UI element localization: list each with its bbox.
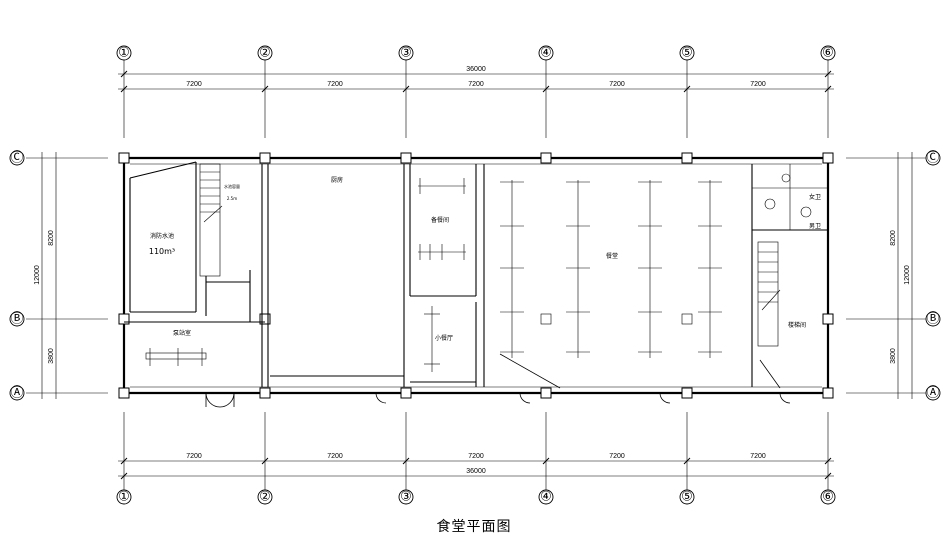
dim-top-total: 36000	[466, 66, 486, 73]
axis-label-c-left: Ⓒ	[10, 151, 23, 166]
dining-tables	[500, 180, 722, 358]
room-label-small-dining: 小餐厅	[435, 334, 453, 342]
exterior-walls	[122, 156, 830, 395]
dim-right-span-2: 3800	[890, 348, 897, 364]
axis-label-b-left: Ⓑ	[10, 312, 23, 327]
structural-columns	[118, 152, 834, 399]
dim-bottom-span-1: 7200	[186, 453, 202, 460]
tank-note-1: 水池容量	[224, 183, 240, 189]
axis-label-2-top: ②	[259, 46, 271, 61]
axis-label-b-right: Ⓑ	[926, 312, 939, 327]
dim-left-total: 12000	[34, 265, 41, 285]
dim-bottom-span-5: 7200	[750, 453, 766, 460]
axis-label-4-top: ④	[540, 46, 552, 61]
dim-left-span-2: 3800	[48, 348, 55, 364]
right-axis-bubbles: Ⓒ Ⓑ Ⓐ 8200 3800 12000	[846, 151, 941, 401]
axis-label-1-top: ①	[118, 46, 130, 61]
axis-label-5-bottom: ⑤	[681, 490, 693, 505]
axis-label-6-bottom: ⑥	[822, 490, 834, 505]
dim-top-span-1: 7200	[186, 81, 202, 88]
room-labels: 消防水池 110m³ 水池容量 2.5m 厨房 备餐间 餐堂 小餐厅 泵站室 楼…	[149, 176, 821, 342]
axis-label-3-bottom: ③	[400, 490, 412, 505]
axis-label-6-top: ⑥	[822, 46, 834, 61]
dim-bottom-total: 36000	[466, 468, 486, 475]
bottom-dimensions: 7200 7200 7200 7200 7200 36000	[118, 453, 834, 480]
room-label-kitchen: 厨房	[331, 176, 343, 184]
axis-label-4-bottom: ④	[540, 490, 552, 505]
room-label-water-tank: 消防水池	[150, 232, 174, 240]
stair-and-toilets	[752, 164, 828, 347]
dim-right-span-1: 8200	[890, 230, 897, 246]
axis-label-5-top: ⑤	[681, 46, 693, 61]
tank-note-2: 2.5m	[227, 196, 237, 201]
dim-top-span-2: 7200	[327, 81, 343, 88]
room-label-dining: 餐堂	[606, 252, 618, 260]
dim-right-total: 12000	[904, 265, 911, 285]
dim-top-span-3: 7200	[468, 81, 484, 88]
dim-bottom-span-3: 7200	[468, 453, 484, 460]
axis-label-1-bottom: ①	[118, 490, 130, 505]
dim-top-span-5: 7200	[750, 81, 766, 88]
room-label-male-wc: 男卫	[809, 223, 821, 230]
room-label-prep: 备餐间	[431, 216, 449, 224]
top-dimensions: 36000 7200 7200 7200 7200 7200	[118, 66, 834, 93]
axis-label-3-top: ③	[400, 46, 412, 61]
room-label-tank-volume: 110m³	[149, 247, 175, 256]
room-label-stair: 楼梯间	[788, 321, 806, 329]
interior-walls	[124, 161, 828, 387]
dim-top-span-4: 7200	[609, 81, 625, 88]
axis-label-a-right: Ⓐ	[926, 386, 939, 401]
left-axis-bubbles: Ⓒ Ⓑ Ⓐ 12000 8200 3800	[9, 151, 108, 401]
dim-left-span-1: 8200	[48, 230, 55, 246]
room-label-pump: 泵站室	[173, 329, 191, 337]
dim-bottom-span-2: 7200	[327, 453, 343, 460]
axis-label-c-right: Ⓒ	[926, 151, 939, 166]
bottom-axis-bubbles: ① ② ③ ④ ⑤ ⑥	[116, 412, 836, 505]
axis-label-2-bottom: ②	[259, 490, 271, 505]
drawing-title: 食堂平面图	[437, 518, 512, 535]
dim-bottom-span-4: 7200	[609, 453, 625, 460]
axis-label-a-left: Ⓐ	[10, 386, 23, 401]
room-label-female-wc: 女卫	[809, 193, 821, 201]
top-axis-bubbles: ① ② ③ ④ ⑤ ⑥	[116, 46, 836, 138]
doors	[205, 353, 791, 408]
